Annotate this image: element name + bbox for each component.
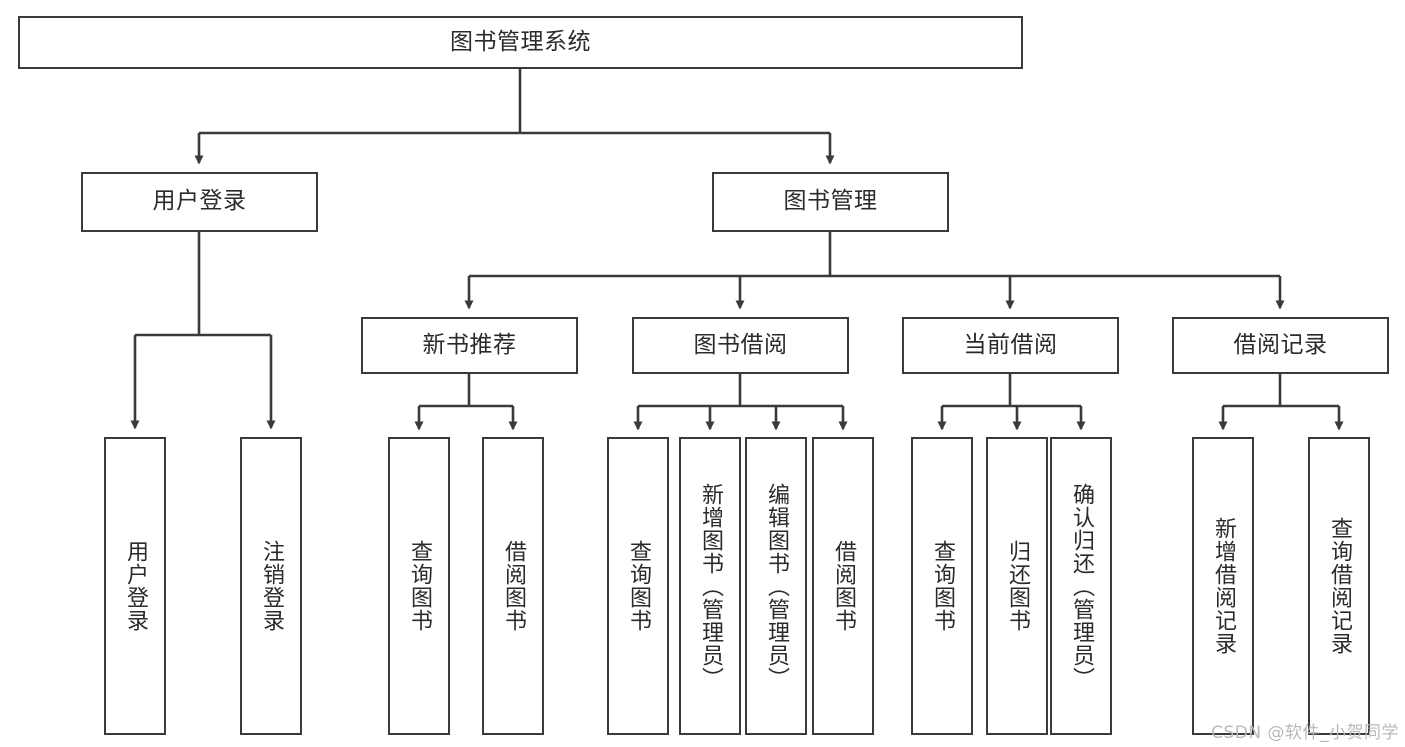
node-leaf-query-record-label: 查询借阅记录 (1326, 517, 1352, 655)
node-leaf-add-book[interactable]: 新增图书（管理员） (679, 437, 741, 735)
node-leaf-edit-book-label: 编辑图书（管理员） (763, 482, 789, 690)
node-leaf-borrow-book-2-label: 借阅图书 (830, 540, 856, 632)
node-leaf-query-record[interactable]: 查询借阅记录 (1308, 437, 1370, 735)
node-new-book-recommend-label: 新书推荐 (422, 331, 517, 358)
node-borrow-records[interactable]: 借阅记录 (1172, 317, 1389, 374)
node-new-book-recommend[interactable]: 新书推荐 (361, 317, 578, 374)
node-leaf-query-book-2-label: 查询图书 (625, 540, 651, 632)
node-leaf-user-login[interactable]: 用户登录 (104, 437, 166, 735)
node-leaf-confirm-return-label: 确认归还（管理员） (1068, 482, 1094, 690)
node-leaf-return-book-label: 归还图书 (1004, 540, 1030, 632)
node-user-login-label: 用户登录 (152, 188, 247, 215)
node-leaf-logout-label: 注销登录 (258, 540, 284, 632)
node-leaf-logout[interactable]: 注销登录 (240, 437, 302, 735)
node-leaf-borrow-book-1[interactable]: 借阅图书 (482, 437, 544, 735)
node-book-borrow-label: 图书借阅 (693, 331, 788, 358)
node-leaf-query-book-3-label: 查询图书 (929, 540, 955, 632)
node-leaf-add-record[interactable]: 新增借阅记录 (1192, 437, 1254, 735)
node-leaf-add-book-label: 新增图书（管理员） (697, 482, 723, 690)
node-leaf-query-book-1-label: 查询图书 (406, 540, 432, 632)
node-book-management[interactable]: 图书管理 (712, 172, 949, 232)
node-book-borrow[interactable]: 图书借阅 (632, 317, 849, 374)
node-leaf-edit-book[interactable]: 编辑图书（管理员） (745, 437, 807, 735)
node-leaf-user-login-label: 用户登录 (122, 540, 148, 632)
node-leaf-query-book-1[interactable]: 查询图书 (388, 437, 450, 735)
node-borrow-records-label: 借阅记录 (1233, 331, 1328, 358)
node-root[interactable]: 图书管理系统 (18, 16, 1023, 69)
node-leaf-return-book[interactable]: 归还图书 (986, 437, 1048, 735)
node-leaf-borrow-book-2[interactable]: 借阅图书 (812, 437, 874, 735)
csdn-watermark: CSDN @软件_小贺同学 (1211, 723, 1399, 743)
node-leaf-query-book-2[interactable]: 查询图书 (607, 437, 669, 735)
node-leaf-add-record-label: 新增借阅记录 (1210, 517, 1236, 655)
node-book-management-label: 图书管理 (783, 188, 878, 215)
node-leaf-confirm-return[interactable]: 确认归还（管理员） (1050, 437, 1112, 735)
node-current-borrow-label: 当前借阅 (963, 331, 1058, 358)
node-current-borrow[interactable]: 当前借阅 (902, 317, 1119, 374)
node-leaf-borrow-book-1-label: 借阅图书 (500, 540, 526, 632)
node-leaf-query-book-3[interactable]: 查询图书 (911, 437, 973, 735)
node-root-label: 图书管理系统 (450, 28, 591, 55)
node-user-login[interactable]: 用户登录 (81, 172, 318, 232)
